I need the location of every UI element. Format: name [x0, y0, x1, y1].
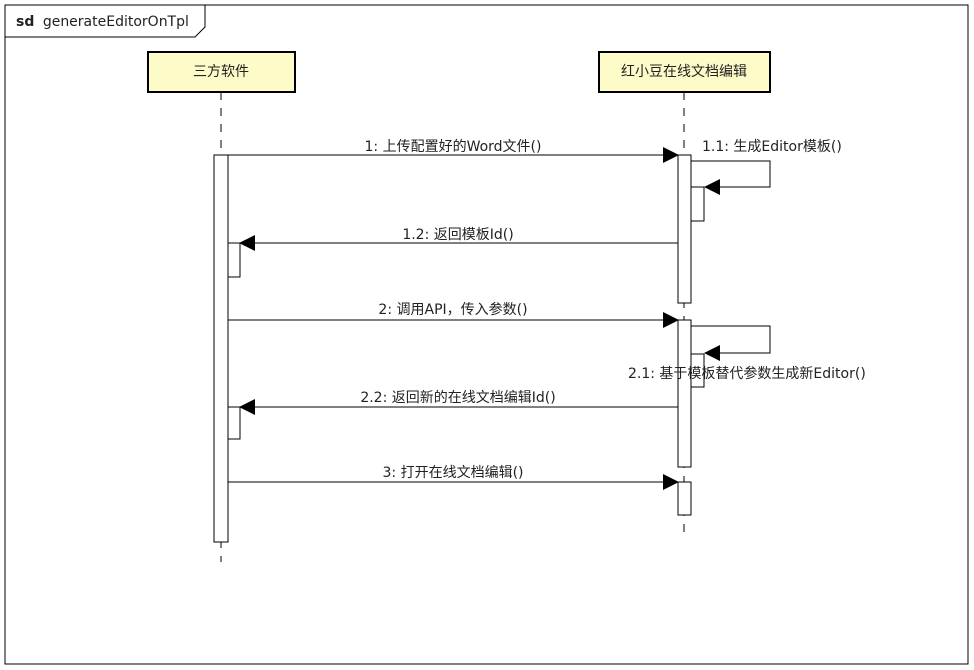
- lifeline-hongxiaodou-editor: 红小豆在线文档编辑: [598, 51, 771, 93]
- activation-right-3: [677, 481, 692, 516]
- lifeline-third-party-software: 三方软件: [147, 51, 296, 93]
- message-arrow-2-1: [691, 325, 771, 361]
- message-label-2-1: 2.1: 基于模板替代参数生成新Editor(): [628, 365, 866, 382]
- frame-keyword: sd: [16, 14, 34, 30]
- lifeline-head-box: [598, 51, 771, 93]
- message-arrow-1-1: [691, 160, 771, 195]
- activation-right-2: [677, 319, 692, 468]
- activation-left-return-2: [227, 406, 241, 440]
- activation-right-self-2: [690, 353, 705, 388]
- activation-left-main: [213, 154, 229, 543]
- frame-tab: [5, 5, 206, 38]
- message-label-2-2: 2.2: 返回新的在线文档编辑Id(): [360, 390, 555, 406]
- diagram-frame: [4, 4, 969, 665]
- message-label-1-1: 1.1: 生成Editor模板(): [702, 139, 842, 155]
- message-label-1-2: 1.2: 返回模板Id(): [402, 227, 513, 243]
- activation-right-1: [677, 154, 692, 304]
- frame-label: sd generateEditorOnTpl: [16, 14, 189, 30]
- lifeline-label: 红小豆在线文档编辑: [621, 64, 747, 80]
- message-label-3: 3: 打开在线文档编辑(): [383, 464, 524, 481]
- frame-name: generateEditorOnTpl: [43, 14, 189, 30]
- lifeline-label: 三方软件: [193, 64, 249, 80]
- message-label-1: 1: 上传配置好的Word文件(): [365, 139, 542, 155]
- activation-left-return-1: [227, 242, 241, 278]
- activation-right-self-1: [690, 186, 705, 222]
- message-label-2: 2: 调用API，传入参数(): [378, 301, 527, 318]
